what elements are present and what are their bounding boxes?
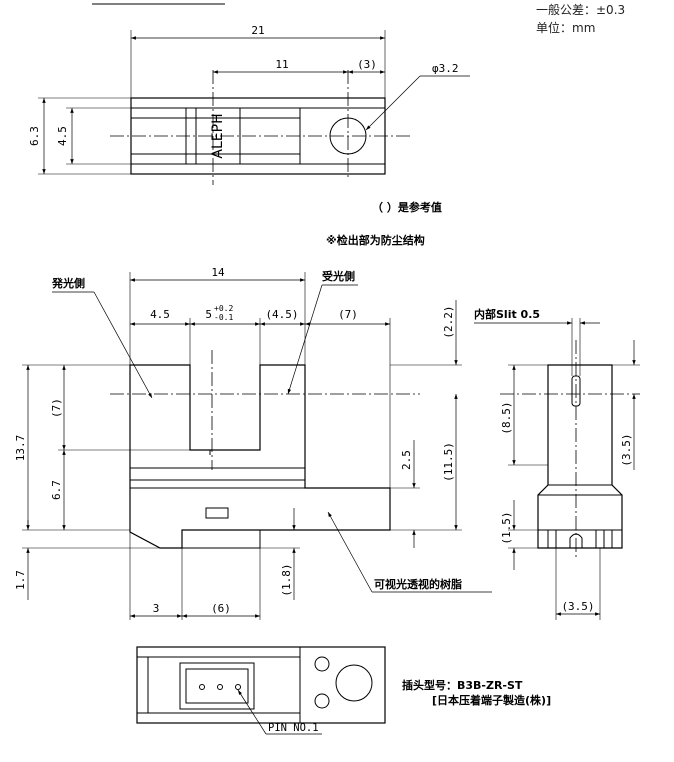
dim-3-5-ref-v: (3.5) bbox=[620, 433, 633, 466]
dim-slot-plus: +0.2 bbox=[214, 304, 233, 313]
dim-14: 14 bbox=[211, 266, 225, 279]
dim-7-ref-top: (7) bbox=[338, 308, 358, 321]
dim-slot-minus: -0.1 bbox=[214, 313, 233, 322]
dim-11: 11 bbox=[275, 58, 288, 71]
side-view-outline bbox=[537, 364, 623, 549]
dim-8-5-ref: (8.5) bbox=[500, 401, 513, 434]
connector-inner bbox=[185, 668, 249, 704]
dim-21: 21 bbox=[251, 24, 264, 37]
dim-1-8-ref: (1.8) bbox=[280, 563, 293, 596]
mounting-hole bbox=[329, 117, 367, 155]
bottom-view-outline bbox=[136, 646, 386, 724]
label-resin: 可视光透视的树脂 bbox=[374, 577, 462, 591]
front-view: 14 4.5 5 +0.2 -0.1 (4.5) (7) 発光側 受光側 (2.… bbox=[14, 266, 492, 620]
dim-4-5-ref: (4.5) bbox=[265, 308, 298, 321]
tolerance-note: 一般公差：±0.3 bbox=[536, 3, 626, 17]
slit-label: 内部Slit 0.5 bbox=[474, 307, 540, 321]
dim-1-5-ref: (1.5) bbox=[500, 511, 513, 544]
dim-1-7: 1.7 bbox=[14, 570, 27, 590]
pin-label: PIN NO.1 bbox=[268, 722, 319, 734]
bottom-view: PIN NO.1 插头型号：B3B-ZR-ST [日本压着端子製造(株)] bbox=[136, 646, 551, 735]
dim-6-7: 6.7 bbox=[50, 480, 63, 500]
dim-3: 3 bbox=[153, 602, 160, 615]
dim-slot-base: 5 bbox=[205, 308, 212, 321]
dim-4-5-left: 4.5 bbox=[150, 308, 170, 321]
connector-stub bbox=[181, 529, 261, 549]
front-view-outline bbox=[129, 364, 391, 549]
top-view-outline bbox=[130, 97, 386, 175]
label-emitter: 発光側 bbox=[51, 276, 85, 290]
connector-housing bbox=[179, 662, 255, 710]
dim-3-ref: (3) bbox=[357, 58, 377, 71]
top-view: ALEPH 21 11 (3) 6.3 4.5 φ3.2 bbox=[28, 24, 470, 185]
dim-7-ref-left: (7) bbox=[50, 398, 63, 418]
dim-3-5-ref-h: (3.5) bbox=[561, 600, 594, 613]
connector-maker: [日本压着端子製造(株)] bbox=[432, 693, 551, 707]
dim-13-7: 13.7 bbox=[14, 435, 27, 462]
detection-note: ※检出部为防尘结构 bbox=[326, 233, 425, 247]
brand-label: ALEPH bbox=[210, 113, 226, 158]
label-receiver: 受光側 bbox=[322, 269, 355, 283]
dim-11-5-ref: (11.5) bbox=[442, 442, 455, 482]
side-view: 内部Slit 0.5 (8.5) (1.5) (3.5) (3.5) bbox=[474, 307, 640, 620]
dim-2-5: 2.5 bbox=[400, 450, 413, 470]
dim-4-5: 4.5 bbox=[56, 126, 69, 146]
window-mark bbox=[205, 507, 229, 519]
dim-6-ref: (6) bbox=[211, 602, 231, 615]
connector-model: 插头型号：B3B-ZR-ST bbox=[402, 678, 523, 692]
dim-2-2-ref: (2.2) bbox=[442, 305, 455, 338]
pin-1 bbox=[235, 684, 241, 690]
unit-note: 单位：mm bbox=[536, 21, 596, 35]
reference-value-note: （ ）是参考值 bbox=[372, 200, 442, 214]
dim-6-3: 6.3 bbox=[28, 126, 41, 146]
hole-diameter: φ3.2 bbox=[432, 62, 459, 75]
